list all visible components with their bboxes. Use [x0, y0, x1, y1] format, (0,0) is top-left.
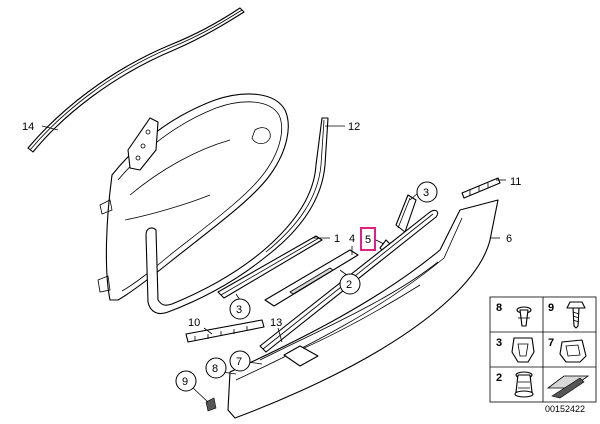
- callout-8: 8: [212, 363, 218, 375]
- part-1-sill-strip: [217, 235, 323, 299]
- part-3-upper-bracket: [395, 194, 417, 233]
- part-14-window-seal: [27, 7, 245, 153]
- push-pin-icon: [516, 306, 532, 327]
- clip-icon: [511, 337, 535, 363]
- callout-3-lower: 3: [236, 304, 242, 316]
- fastener-legend: 8 9 3 7 2: [489, 296, 597, 414]
- callout-3-upper-circle: [416, 181, 438, 203]
- legend-num-9: 9: [548, 302, 554, 314]
- part-10-clip-rail: [185, 319, 265, 343]
- screw-icon: [566, 301, 586, 329]
- expanding-rivet-icon: [514, 371, 534, 398]
- callout-10: 10: [188, 317, 200, 329]
- legend-num-3: 3: [496, 337, 502, 349]
- callout-3-lower-circle: [229, 298, 251, 320]
- part-12-door-seal: [145, 117, 329, 315]
- callout-13: 13: [270, 317, 282, 329]
- callout-5: 5: [365, 234, 371, 246]
- legend-num-7: 7: [548, 337, 554, 349]
- callout-9: 9: [182, 376, 188, 388]
- spring-clip-icon: [559, 339, 587, 363]
- legend-num-2: 2: [496, 372, 502, 384]
- callout-12: 12: [348, 121, 360, 133]
- callout-2-circle: [339, 273, 361, 295]
- callout-11: 11: [510, 176, 521, 188]
- front-sill-end: [205, 345, 319, 412]
- legend-num-8: 8: [496, 302, 502, 314]
- callout-4: 4: [349, 233, 355, 245]
- callout-1: 1: [334, 233, 340, 245]
- callout-3-upper: 3: [423, 187, 429, 199]
- part-11-clip-rail: [461, 177, 501, 199]
- callout-7: 7: [236, 356, 242, 368]
- callout-9-circle: [175, 370, 197, 392]
- document-number: 00152422: [545, 404, 585, 414]
- callout-7-circle: [229, 350, 251, 372]
- callout-5-highlight: [360, 227, 376, 251]
- callout-8-circle: [205, 357, 227, 379]
- callout-2: 2: [346, 279, 352, 291]
- part-6-side-sill-cover: [227, 199, 499, 419]
- leader-lines: [41, 125, 506, 403]
- callouts: 14 12 11 3 1 4 5 6 2 3 10 13 8 7 9: [22, 121, 521, 392]
- callout-6: 6: [506, 233, 512, 245]
- placeholder-arrow-icon: [546, 375, 590, 399]
- callout-14: 14: [22, 121, 34, 133]
- part-2-sill-plate: [264, 249, 359, 307]
